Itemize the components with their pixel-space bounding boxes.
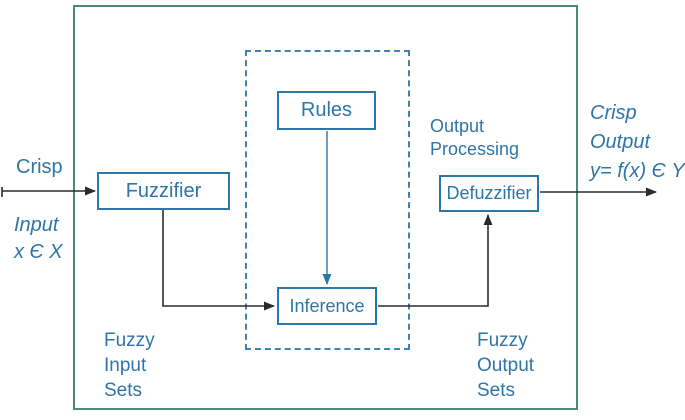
fuzzy-input-line2: Input xyxy=(104,355,147,376)
defuzzifier-box: Defuzzifier xyxy=(439,175,539,212)
rules-box: Rules xyxy=(277,91,376,130)
fuzzifier-box: Fuzzifier xyxy=(97,172,230,210)
crisp-output-label: Crisp Output y= f(x) Є Y xyxy=(590,99,685,186)
connector-inference-to-defuzzifier xyxy=(378,214,493,307)
crisp-input-title: Crisp xyxy=(16,156,63,179)
crisp-input-detail: Input x Є X xyxy=(14,212,63,266)
fuzzy-input-line3: Sets xyxy=(104,380,143,401)
fuzzy-output-sets-label: Fuzzy Output Sets xyxy=(477,328,534,403)
inference-box: Inference xyxy=(277,287,377,325)
crisp-output-line3: y= f(x) Є Y xyxy=(590,160,685,182)
output-processing-line1: Output xyxy=(430,116,485,136)
fuzzifier-label: Fuzzifier xyxy=(125,179,202,202)
inference-label: Inference xyxy=(289,295,365,316)
crisp-output-line1: Crisp xyxy=(590,102,637,124)
system-boundary-frame xyxy=(73,5,578,410)
inference-engine-dashed-frame xyxy=(245,50,410,350)
defuzzifier-label: Defuzzifier xyxy=(446,183,532,203)
crisp-input-line2: Input xyxy=(14,214,59,236)
fuzzy-output-line3: Sets xyxy=(477,380,516,401)
crisp-output-line2: Output xyxy=(590,131,651,153)
fuzzy-input-sets-label: Fuzzy Input Sets xyxy=(104,328,155,403)
crisp-input-line1: Crisp xyxy=(16,156,63,178)
output-processing-line2: Processing xyxy=(430,139,520,159)
fuzzy-output-line2: Output xyxy=(477,355,535,376)
rules-label: Rules xyxy=(300,99,353,121)
output-processing-label: Output Processing xyxy=(430,115,519,161)
connector-fuzzifier-to-inference xyxy=(162,210,275,311)
crisp-input-line3: x Є X xyxy=(14,241,63,263)
fuzzy-output-line1: Fuzzy xyxy=(477,330,528,351)
fuzzy-input-line1: Fuzzy xyxy=(104,330,155,351)
